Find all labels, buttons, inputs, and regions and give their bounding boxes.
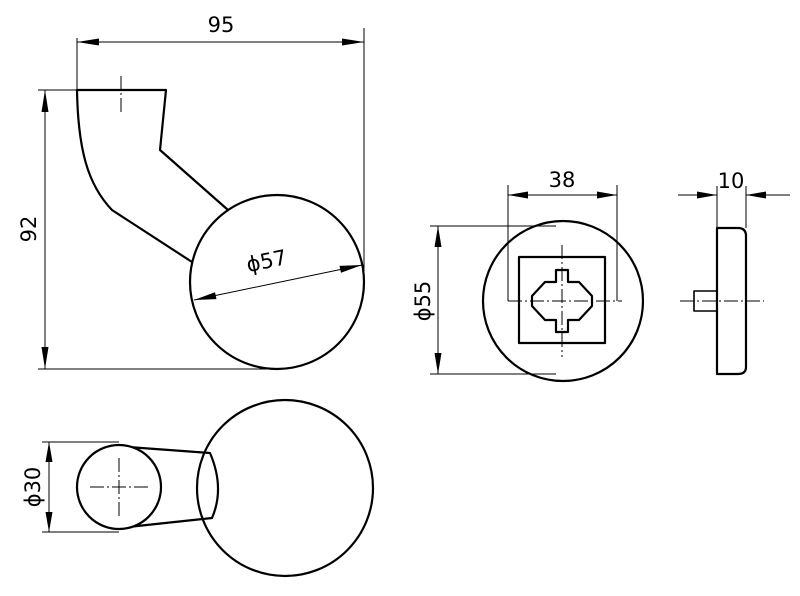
dim-55-arrow-bottom bbox=[434, 353, 442, 374]
dim-rose-diameter-label: ϕ55 bbox=[411, 281, 435, 322]
rose-outline bbox=[481, 219, 645, 383]
front-view: 95 92 ϕ57 bbox=[17, 13, 366, 371]
dim-30-arrow-top bbox=[45, 442, 53, 462]
dim-30-arrow-bottom bbox=[45, 512, 53, 532]
knob-ball bbox=[188, 193, 366, 371]
top-ball bbox=[195, 398, 375, 578]
dim-knob-diameter-label: ϕ57 bbox=[244, 245, 289, 277]
dim-38-arrow-right bbox=[597, 191, 617, 199]
dim-10-arrow-left bbox=[697, 191, 717, 199]
rose-side-outline bbox=[715, 226, 748, 376]
dim-10-arrow-right bbox=[746, 191, 766, 199]
dim-57-arrow-right bbox=[339, 265, 362, 273]
dim-height-total-label: 92 bbox=[17, 216, 41, 243]
dim-95-arrow-left bbox=[77, 38, 99, 46]
knob-neck-outline bbox=[75, 88, 230, 264]
dim-rose-thickness-label: 10 bbox=[718, 169, 745, 193]
top-neck-outline bbox=[126, 445, 220, 529]
dim-57-line bbox=[193, 264, 363, 301]
spindle-cross bbox=[530, 268, 594, 334]
dim-92-arrow-top bbox=[41, 90, 49, 112]
dim-width-total-label: 95 bbox=[208, 13, 235, 37]
side-view: 10 bbox=[678, 169, 790, 376]
top-view: ϕ30 bbox=[21, 398, 375, 578]
rose-view: 38 ϕ55 bbox=[411, 168, 645, 383]
dim-95-arrow-right bbox=[342, 38, 364, 46]
dim-57-arrow-left bbox=[194, 292, 217, 300]
dim-92-arrow-bottom bbox=[41, 347, 49, 369]
dim-55-arrow-top bbox=[434, 226, 442, 247]
dim-grip-diameter-label: ϕ30 bbox=[21, 467, 45, 508]
dim-spindle-width-label: 38 bbox=[549, 168, 576, 192]
dim-38-arrow-left bbox=[508, 191, 528, 199]
